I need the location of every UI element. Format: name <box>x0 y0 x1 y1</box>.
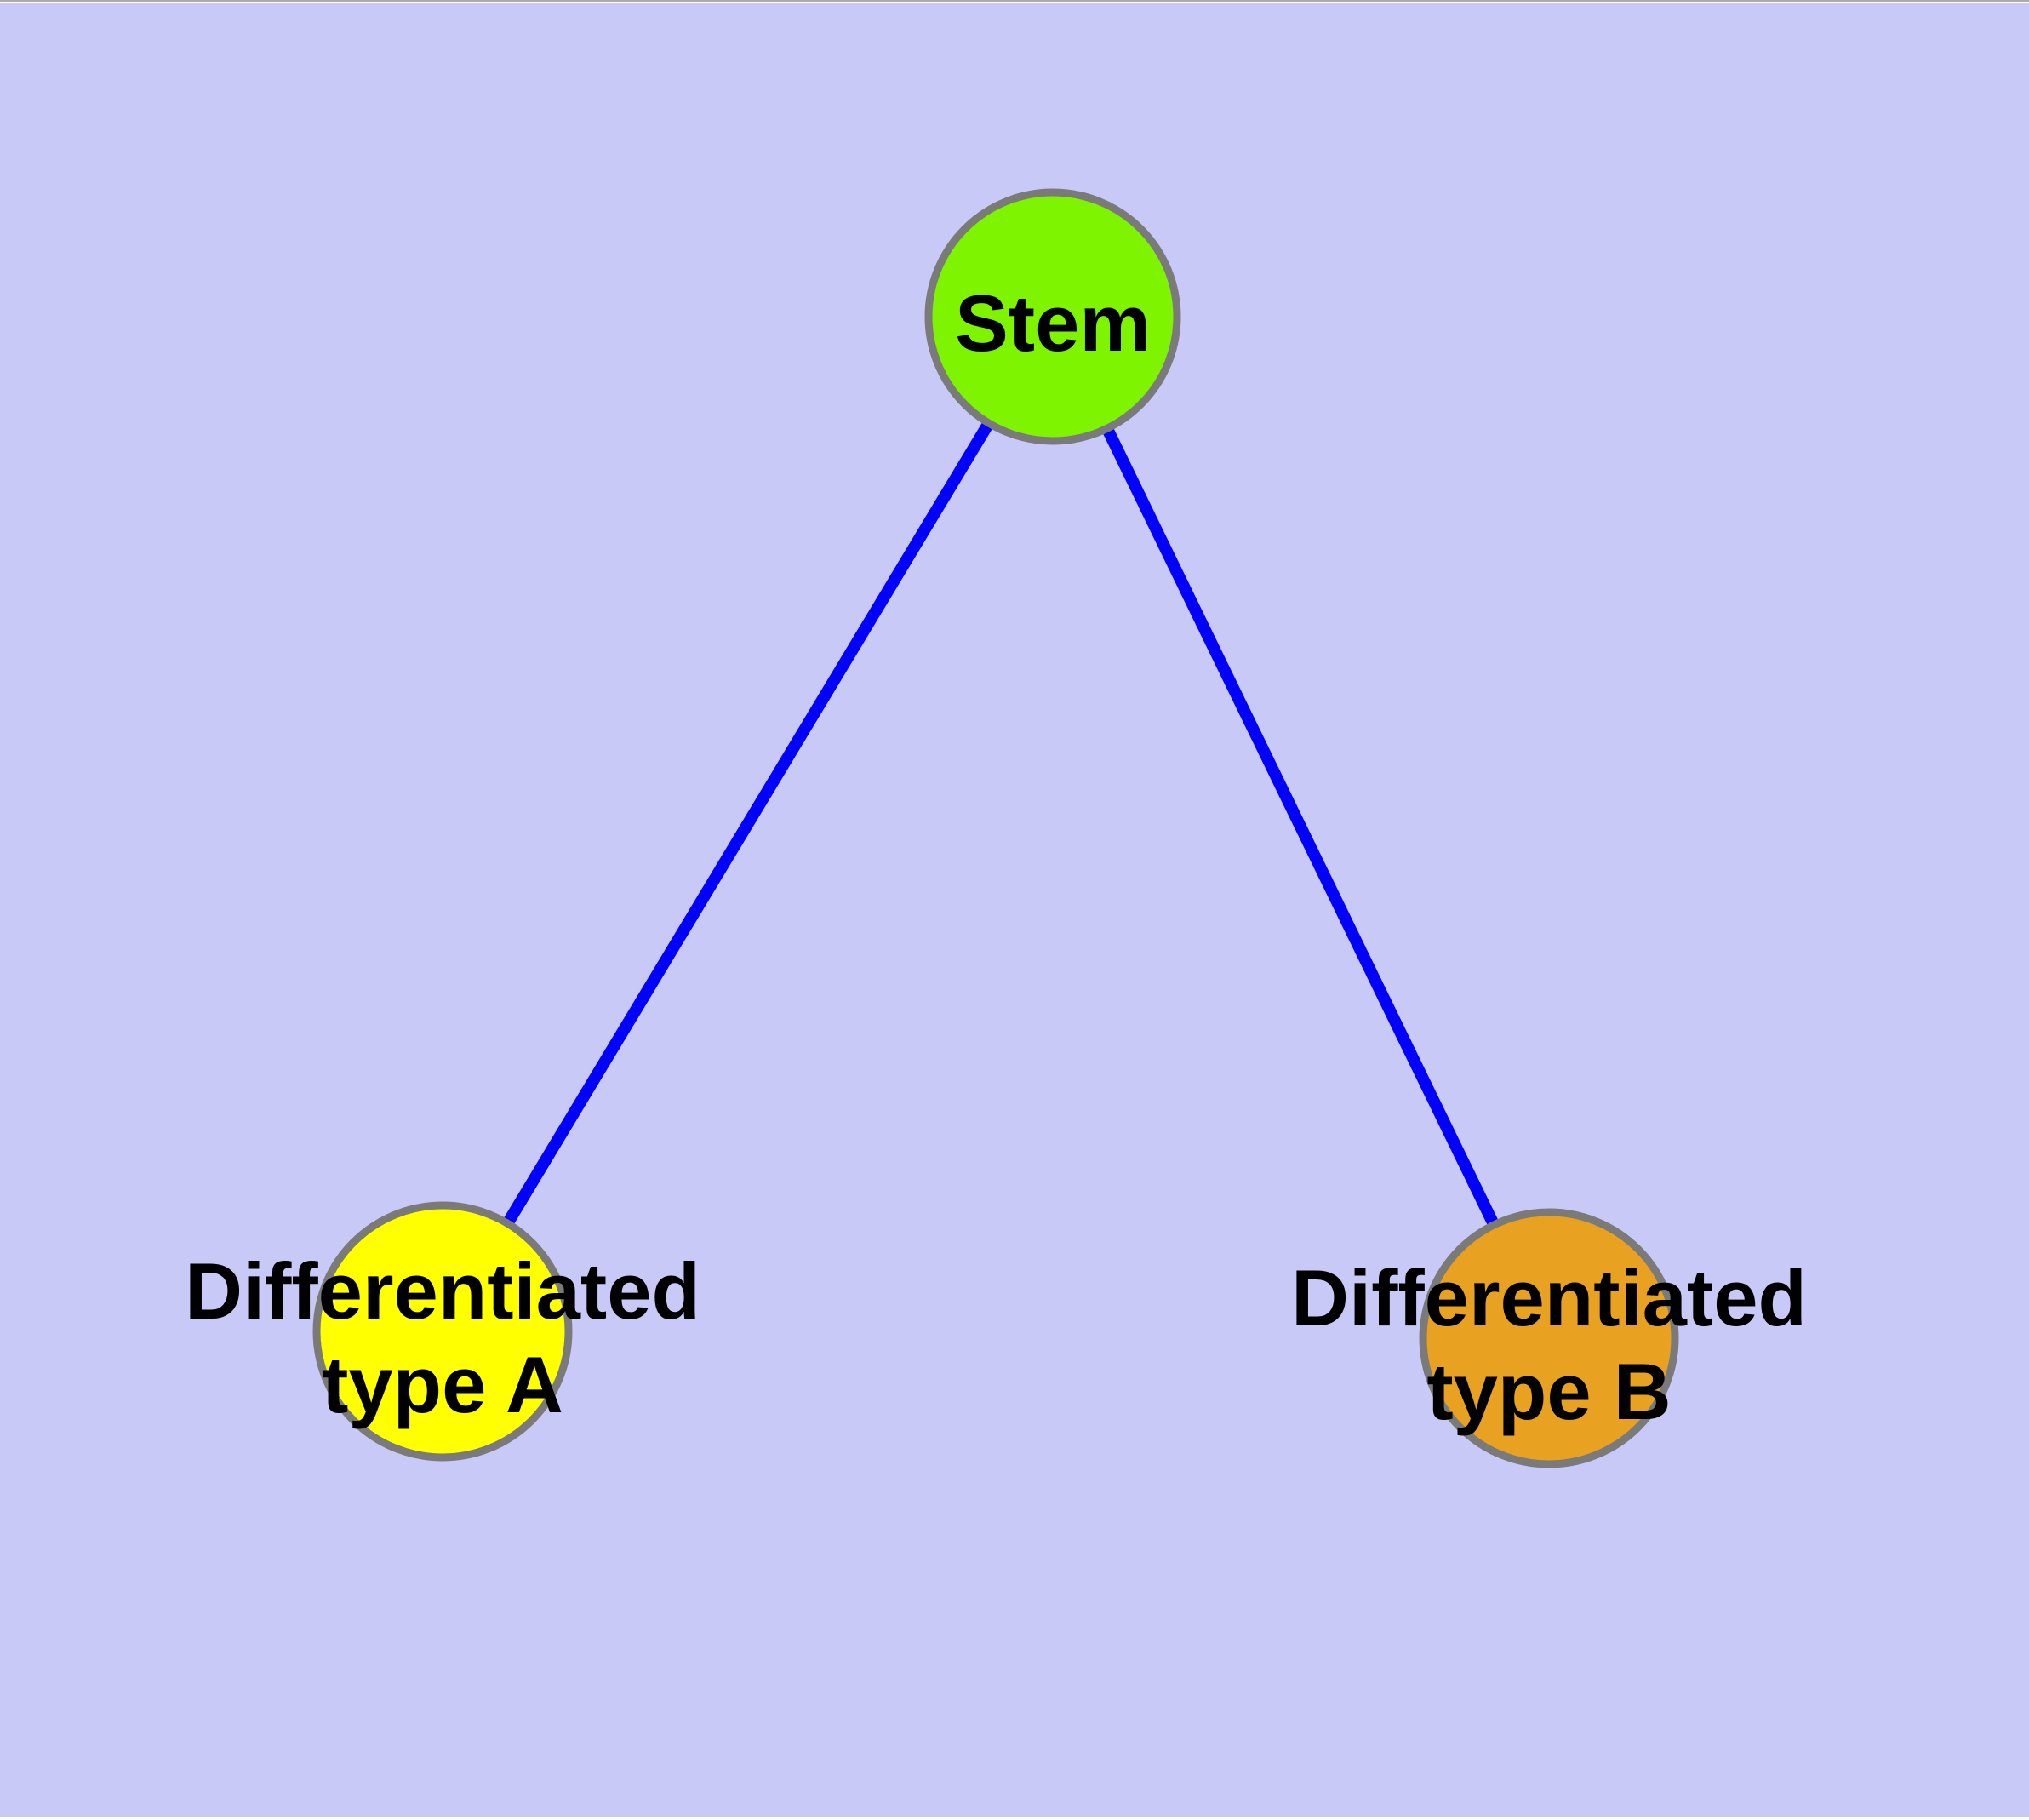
node-type-a-circle <box>312 1201 573 1462</box>
node-stem-label: Stem <box>955 278 1151 368</box>
top-border-line <box>0 0 2029 2</box>
node-type-b-label: Differentiated type B <box>1291 1253 1807 1436</box>
node-type-a-label: Differentiated type A <box>185 1246 700 1429</box>
node-type-b-circle <box>1419 1208 1679 1468</box>
edge-stem-to-type-b <box>1047 313 1555 1342</box>
node-stem-circle <box>924 188 1181 445</box>
edge-stem-to-type-a <box>437 313 1058 1335</box>
